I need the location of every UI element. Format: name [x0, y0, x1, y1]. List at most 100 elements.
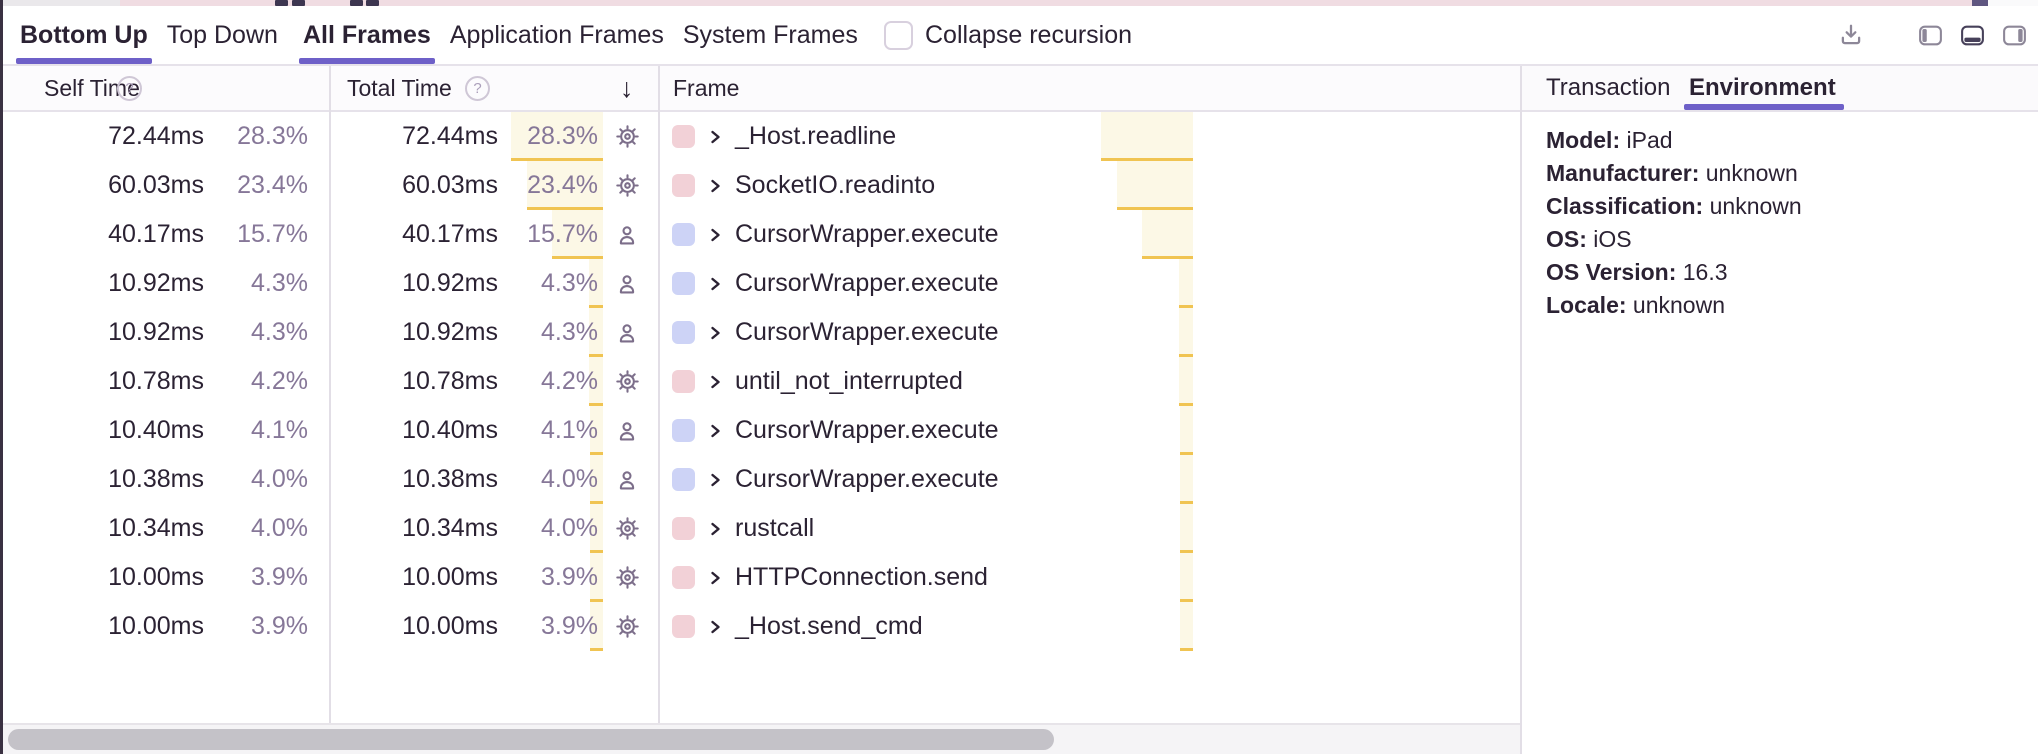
- frame-name: CursorWrapper.execute: [735, 269, 999, 297]
- frame-color-chip: [672, 419, 695, 442]
- horizontal-scrollbar-track[interactable]: [3, 723, 1520, 754]
- horizontal-scrollbar-thumb[interactable]: [8, 729, 1054, 750]
- layout-right-panel-icon[interactable]: [2001, 22, 2028, 49]
- flamegraph-sliver: [0, 0, 2038, 6]
- collapse-recursion-checkbox[interactable]: [884, 20, 913, 50]
- chevron-right-icon[interactable]: [709, 210, 722, 259]
- total-time-value: 40.17ms: [402, 220, 498, 248]
- total-time-percent-bar: [590, 602, 603, 651]
- active-tab-underline: [1684, 104, 1844, 110]
- self-time-value: 60.03ms: [108, 171, 204, 199]
- frame-color-chip: [672, 468, 695, 491]
- download-icon[interactable]: [1838, 22, 1864, 48]
- toolbar: Bottom Up Top Down All Frames Application …: [3, 6, 2038, 66]
- chevron-right-icon[interactable]: [709, 406, 722, 455]
- total-time-percent: 4.0%: [541, 514, 598, 542]
- self-time-percent: 4.3%: [251, 269, 308, 297]
- gear-icon: [614, 112, 640, 161]
- total-time-percent: 15.7%: [527, 220, 598, 248]
- tab-top-down[interactable]: Top Down: [166, 21, 278, 49]
- chevron-right-icon[interactable]: [709, 112, 722, 161]
- flamegraph-sliver-gray: [0, 0, 120, 6]
- tab-transaction[interactable]: Transaction: [1546, 74, 1671, 101]
- self-time-percent: 4.0%: [251, 465, 308, 493]
- self-time-percent-bar: [1179, 259, 1193, 308]
- self-time-percent: 23.4%: [237, 171, 308, 199]
- user-icon: [614, 259, 640, 308]
- frame-color-chip: [672, 174, 695, 197]
- chevron-right-icon[interactable]: [709, 553, 722, 602]
- frame-color-chip: [672, 566, 695, 589]
- column-header-frame[interactable]: Frame: [673, 75, 740, 101]
- layout-left-panel-icon[interactable]: [1917, 22, 1944, 49]
- toolbar-icon-buttons: [1838, 6, 2028, 64]
- chevron-right-icon[interactable]: [709, 455, 722, 504]
- panel-left-border: [0, 0, 3, 754]
- frame-name: _Host.send_cmd: [735, 612, 923, 640]
- self-time-percent-bar: [1180, 455, 1193, 504]
- tab-all-frames[interactable]: All Frames: [299, 6, 435, 64]
- total-time-percent: 4.3%: [541, 269, 598, 297]
- chevron-right-icon[interactable]: [709, 259, 722, 308]
- layout-bottom-panel-icon[interactable]: [1959, 22, 1986, 49]
- self-time-value: 10.34ms: [108, 514, 204, 542]
- frame-color-chip: [672, 615, 695, 638]
- chevron-right-icon[interactable]: [709, 602, 722, 651]
- user-icon: [614, 308, 640, 357]
- total-time-percent-bar: [511, 112, 603, 161]
- total-time-value: 60.03ms: [402, 171, 498, 199]
- flamegraph-mark: [350, 0, 363, 6]
- environment-field: Locale: unknown: [1546, 292, 1725, 318]
- chevron-right-icon[interactable]: [709, 357, 722, 406]
- flamegraph-mark: [1972, 0, 1988, 6]
- help-icon[interactable]: ?: [465, 76, 490, 101]
- help-icon[interactable]: ?: [117, 76, 142, 101]
- column-header-total-time[interactable]: Total Time: [347, 75, 452, 101]
- total-time-percent-bar: [590, 455, 603, 504]
- chevron-right-icon[interactable]: [709, 504, 722, 553]
- self-time-percent: 4.3%: [251, 318, 308, 346]
- chevron-right-icon[interactable]: [709, 308, 722, 357]
- total-time-value: 10.92ms: [402, 318, 498, 346]
- self-time-percent: 3.9%: [251, 612, 308, 640]
- self-time-value: 10.00ms: [108, 612, 204, 640]
- total-time-value: 10.78ms: [402, 367, 498, 395]
- view-tabs: Bottom Up Top Down: [16, 6, 297, 64]
- right-panel-tab-band: [1522, 66, 2038, 110]
- frame-name: rustcall: [735, 514, 815, 542]
- tab-system-frames[interactable]: System Frames: [682, 21, 858, 49]
- total-time-value: 10.34ms: [402, 514, 498, 542]
- gear-icon: [614, 357, 640, 406]
- gear-icon: [614, 504, 640, 553]
- self-time-percent: 4.1%: [251, 416, 308, 444]
- environment-field: OS Version: 16.3: [1546, 259, 1728, 285]
- self-time-percent-bar: [1101, 112, 1193, 161]
- flamegraph-mark: [366, 0, 379, 6]
- self-time-percent: 3.9%: [251, 563, 308, 591]
- collapse-recursion-group: Collapse recursion: [884, 6, 1132, 64]
- tab-application-frames[interactable]: Application Frames: [449, 21, 664, 49]
- chevron-right-icon[interactable]: [709, 161, 722, 210]
- gear-icon: [614, 553, 640, 602]
- self-time-percent-bar: [1180, 602, 1193, 651]
- total-time-value: 10.92ms: [402, 269, 498, 297]
- self-time-value: 10.78ms: [108, 367, 204, 395]
- total-time-percent: 28.3%: [527, 122, 598, 150]
- tab-environment[interactable]: Environment: [1689, 74, 1836, 101]
- sort-descending-icon[interactable]: ↓: [620, 73, 634, 103]
- tab-bottom-up[interactable]: Bottom Up: [16, 6, 152, 64]
- self-time-value: 10.00ms: [108, 563, 204, 591]
- total-time-percent: 4.1%: [541, 416, 598, 444]
- column-divider: [658, 66, 660, 723]
